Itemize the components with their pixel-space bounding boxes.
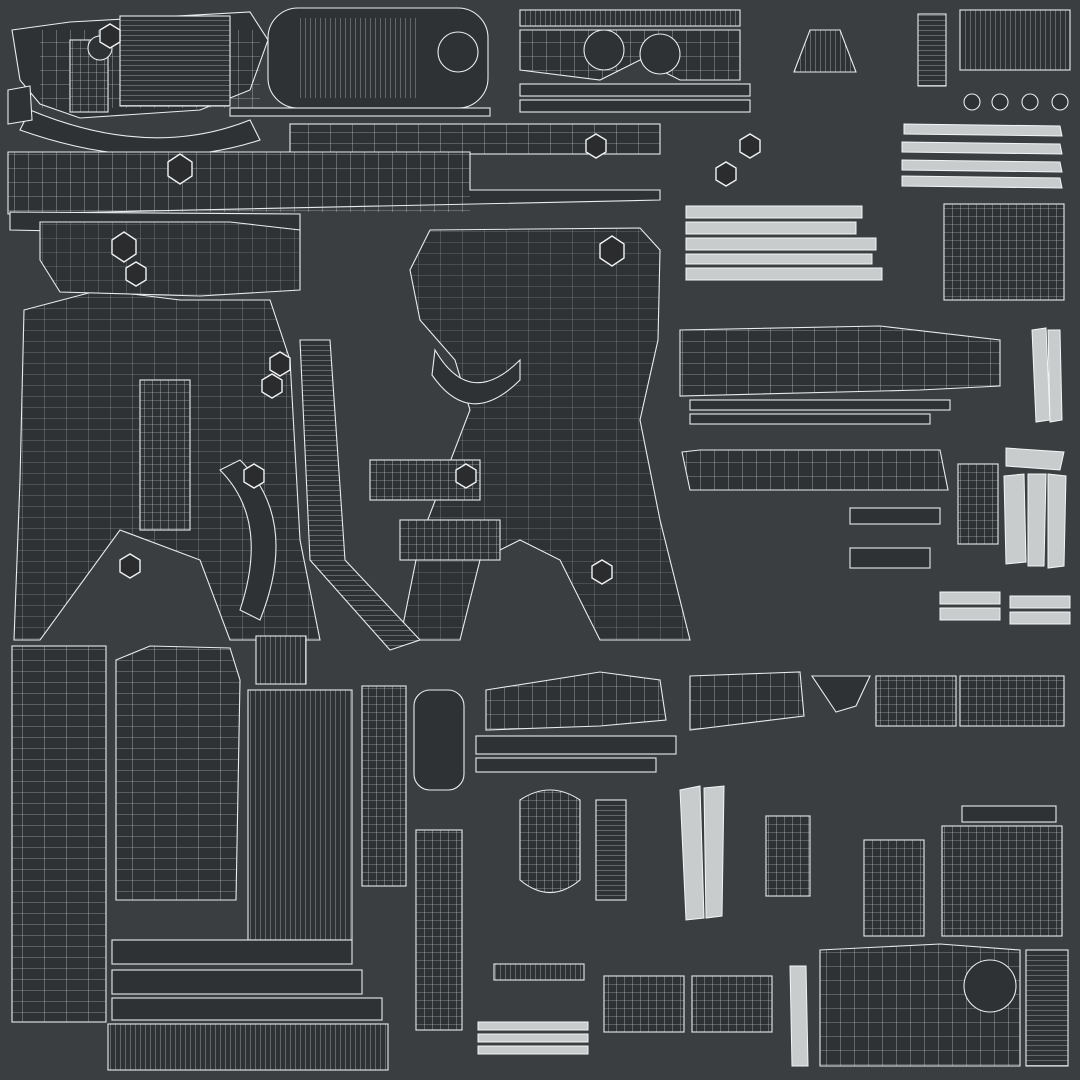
uv-island-light-strips: [477, 123, 1071, 1067]
uv-island-curved-strips: [219, 339, 501, 651]
uv-island-receiver-right: [679, 325, 1001, 569]
uv-island-group-top-right: [519, 9, 1071, 113]
uv-island-group-center-lower: [475, 671, 677, 981]
uv-island-receiver-left: [39, 221, 301, 297]
uv-island-group-lower-left: [11, 635, 465, 1071]
uv-island-gun-frame-main: [13, 289, 321, 641]
uv-island-group-top-left: [7, 7, 489, 157]
uv-island-group-right-small: [603, 203, 1069, 1067]
uv-hex-bolts: [99, 23, 761, 585]
